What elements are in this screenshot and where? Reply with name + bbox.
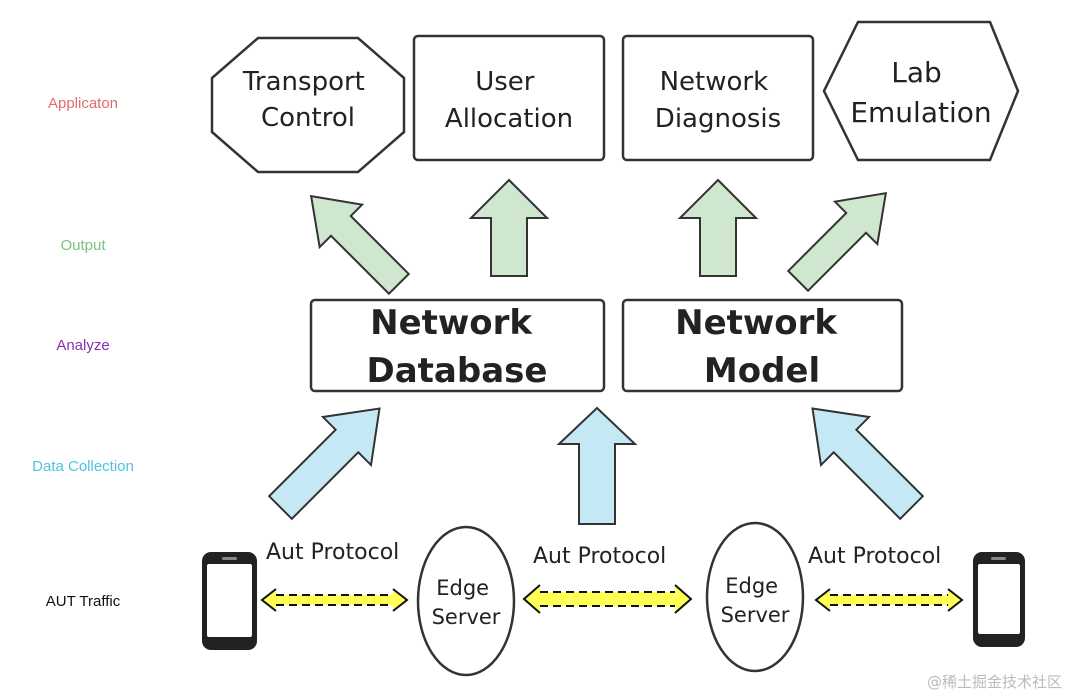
app-transport-control-line2: Control	[261, 103, 355, 133]
layer-label-application: Applicaton	[48, 95, 118, 112]
layer-label-analyze: Analyze	[56, 337, 109, 354]
analyzer-network-database-line1: Network	[370, 303, 533, 343]
phone-left	[202, 552, 257, 650]
app-transport-control-line1: Transport	[242, 67, 365, 97]
svg-text:Network Model: Network Model	[675, 303, 849, 391]
watermark: @稀土掘金技术社区	[926, 673, 1062, 691]
edge-server-1-line1: Edge	[436, 576, 489, 600]
svg-text:Edge Server: Edge Server	[721, 574, 790, 627]
layer-label-data-collection: Data Collection	[32, 458, 134, 475]
app-network-diagnosis-line1: Network	[660, 67, 769, 97]
protocol-label-2: Aut Protocol	[533, 544, 666, 569]
app-lab-emulation-line1: Lab	[891, 56, 942, 89]
app-lab-emulation-line2: Emulation	[850, 96, 991, 129]
analyzer-network-model-line2: Model	[704, 351, 820, 391]
protocol-arrow-1	[260, 588, 409, 612]
output-arrow-to-network-diagnosis	[677, 178, 759, 277]
output-arrows	[309, 178, 888, 296]
svg-text:Lab Emulation: Lab Emulation	[850, 56, 991, 129]
collection-arrow-to-network-model	[811, 407, 925, 521]
protocol-label-3: Aut Protocol	[808, 544, 941, 569]
edge-server-2-line1: Edge	[725, 574, 778, 598]
edge-server-1-line2: Server	[432, 605, 501, 629]
phone-right	[973, 552, 1025, 647]
svg-text:Network Diagnosis: Network Diagnosis	[655, 67, 781, 134]
edge-server-2-line2: Server	[721, 603, 790, 627]
svg-text:Edge Server: Edge Server	[432, 576, 501, 629]
data-collection-arrows	[267, 406, 925, 525]
app-user-allocation-line1: User	[475, 67, 535, 97]
app-network-diagnosis: Network Diagnosis	[621, 34, 815, 162]
analyzer-network-database-line2: Database	[367, 351, 548, 391]
layer-label-output: Output	[60, 237, 106, 254]
app-user-allocation-line2: Allocation	[445, 104, 573, 134]
collection-arrow-to-network-database	[267, 407, 381, 521]
edge-server-2: Edge Server	[705, 521, 805, 673]
output-arrow-to-lab-emulation	[786, 191, 888, 293]
protocol-arrow-2	[522, 584, 693, 614]
output-arrow-to-user-allocation	[468, 178, 550, 277]
protocol-label-1: Aut Protocol	[266, 540, 399, 565]
edge-server-1: Edge Server	[416, 525, 516, 677]
app-transport-control: Transport Control	[210, 36, 406, 174]
app-network-diagnosis-line2: Diagnosis	[655, 104, 781, 134]
protocol-arrows	[260, 584, 964, 614]
collection-arrow-to-both	[556, 406, 638, 525]
protocol-arrow-3	[814, 588, 964, 612]
app-user-allocation: User Allocation	[412, 34, 606, 162]
layer-label-aut-traffic: AUT Traffic	[46, 593, 121, 610]
app-lab-emulation: Lab Emulation	[822, 20, 1020, 162]
svg-text:Transport Control: Transport Control	[242, 67, 373, 133]
svg-text:User Allocation: User Allocation	[445, 67, 573, 134]
output-arrow-to-transport-control	[309, 194, 411, 296]
svg-text:Network Database: Network Database	[367, 303, 548, 391]
analyzer-network-model: Network Model	[621, 298, 904, 393]
analyzer-network-database: Network Database	[309, 298, 606, 393]
analyzer-network-model-line1: Network	[675, 303, 838, 343]
